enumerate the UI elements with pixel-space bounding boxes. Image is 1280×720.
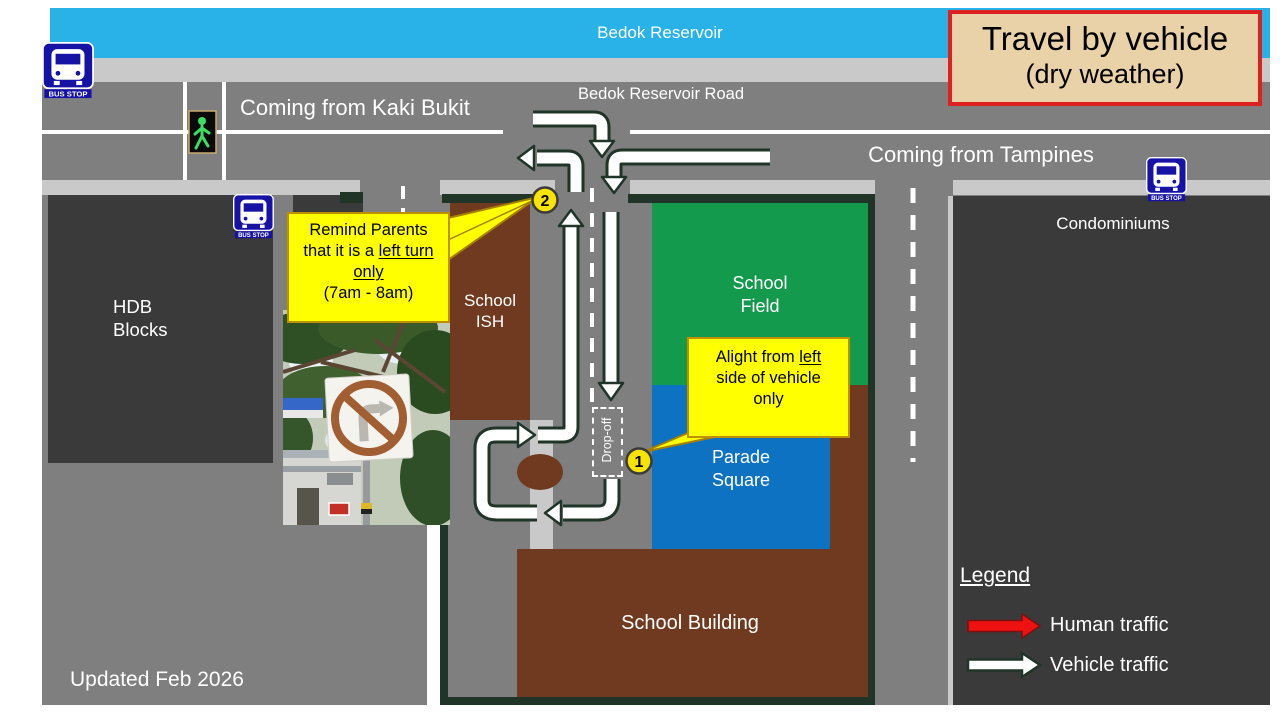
from-kaki-bukit-label: Coming from Kaki Bukit [240, 95, 470, 120]
hdb-blocks-label: HDB Blocks [113, 296, 168, 341]
compound-wall [442, 194, 533, 203]
no-right-turn-sign [324, 373, 414, 463]
hdb-blocks-area [48, 195, 273, 463]
slide-title-box: Travel by vehicle (dry weather) [948, 10, 1262, 106]
sidewalk-strip [948, 196, 953, 705]
crossing-line [183, 82, 187, 180]
compound-wall [628, 194, 875, 203]
road-centerline-right [630, 130, 1270, 134]
dropoff-label: Drop-off [600, 417, 614, 463]
map-gap [427, 525, 440, 707]
compound-wall [440, 520, 448, 705]
sidewalk-band [42, 180, 360, 195]
sidewalk-band [630, 180, 875, 195]
road-centerline-left [42, 130, 503, 134]
parade-square-label: Parade Square [712, 447, 771, 490]
crossing-line [222, 82, 226, 180]
school-building-label: School Building [621, 612, 759, 634]
compound-wall [340, 192, 363, 203]
slide-subtitle: (dry weather) [1025, 59, 1185, 89]
sidewalk-band [440, 180, 555, 195]
compound-wall [440, 697, 875, 705]
legend-title: Legend [960, 564, 1031, 587]
road-name-label: Bedok Reservoir Road [578, 85, 744, 103]
alight-callout: Alight from left side of vehicle only [687, 337, 850, 438]
from-tampines-label: Coming from Tampines [868, 142, 1094, 167]
no-right-turn-photo [283, 310, 450, 525]
compound-wall [868, 194, 875, 705]
legend-human-traffic-label: Human traffic [1050, 614, 1169, 636]
legend-vehicle-traffic-label: Vehicle traffic [1050, 654, 1169, 676]
school-field-label: School Field [732, 273, 788, 316]
sidewalk-band [953, 180, 1270, 195]
turnaround-island [517, 454, 563, 490]
slide-title: Travel by vehicle [981, 20, 1229, 57]
updated-date-label: Updated Feb 2026 [70, 668, 244, 691]
school-ish-label: School ISH [464, 291, 516, 332]
left-turn-callout: Remind Parents that it is a left turn on… [287, 212, 450, 323]
condominiums-label: Condominiums [1056, 214, 1170, 233]
dropoff-zone: Drop-off [592, 407, 623, 477]
school-building-area [517, 549, 868, 697]
reservoir-label: Bedok Reservoir [597, 23, 723, 42]
